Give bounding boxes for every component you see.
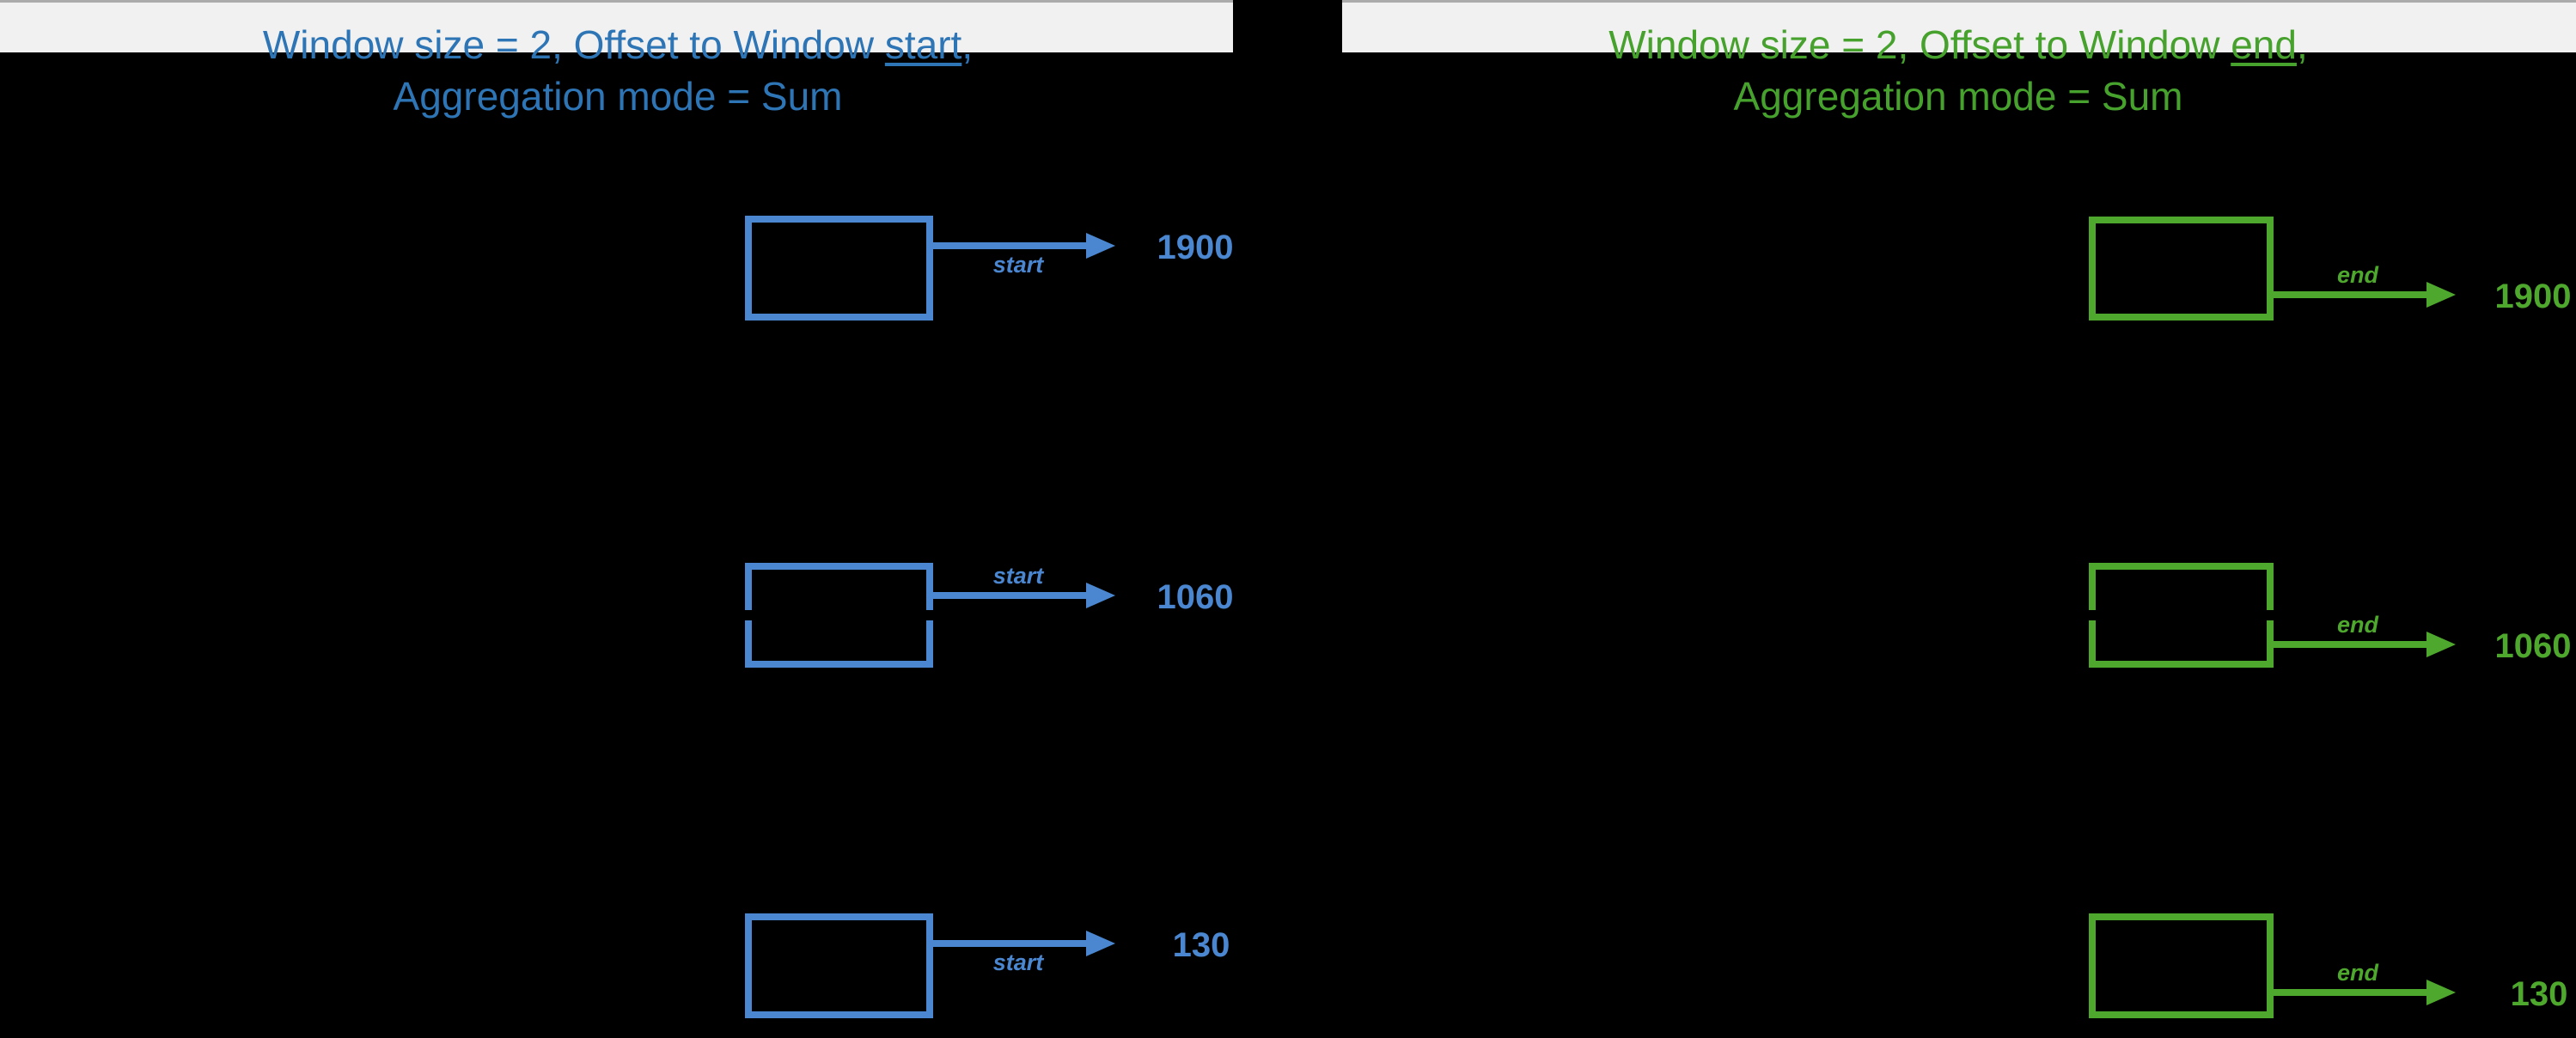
offset-label: end: [2336, 612, 2378, 638]
offset-arrow: [2274, 291, 2426, 298]
panel-title-line1: Window size = 2, Offset to Window start,: [262, 22, 974, 67]
offset-arrow: [2274, 989, 2426, 996]
offset-arrow: [933, 940, 1086, 947]
aggregate-value: 130: [2510, 975, 2568, 1013]
offset-label: start: [992, 949, 1044, 975]
offset-arrow: [933, 242, 1086, 249]
window-box: [2089, 563, 2274, 668]
arrow-head-icon: [1086, 233, 1115, 259]
window-box: [2089, 913, 2274, 1018]
window-split-notch: [2086, 610, 2098, 620]
window-box: [745, 216, 933, 321]
aggregate-value: 1900: [1157, 229, 1234, 266]
arrow-head-icon: [2426, 980, 2456, 1005]
window-box: [2089, 217, 2274, 321]
underlined-word: start: [884, 22, 962, 67]
offset-arrow: [933, 592, 1086, 599]
table-row-stripe: [1342, 0, 2576, 52]
panel-title-line2: Aggregation mode = Sum: [1733, 74, 2183, 119]
window-split-notch: [924, 610, 936, 620]
offset-arrow: [2274, 641, 2426, 648]
panel-title-line1: Window size = 2, Offset to Window end,: [1608, 22, 2308, 67]
panel-title: Window size = 2, Offset to Window start,…: [102, 19, 1133, 122]
arrow-head-icon: [1086, 931, 1115, 956]
window-split-notch: [2264, 610, 2276, 620]
window-split-notch: [742, 610, 754, 620]
aggregate-value: 1060: [1157, 578, 1234, 616]
arrow-head-icon: [2426, 282, 2456, 308]
panel-title-line2: Aggregation mode = Sum: [393, 74, 843, 119]
aggregate-value: 1060: [2494, 627, 2572, 665]
underlined-word: end: [2231, 22, 2297, 67]
aggregate-value: 130: [1172, 926, 1230, 964]
offset-label: end: [2336, 960, 2378, 986]
arrow-head-icon: [2426, 632, 2456, 657]
offset-label: start: [992, 563, 1044, 589]
arrow-head-icon: [1086, 583, 1115, 608]
offset-label: end: [2336, 262, 2378, 288]
offset-label: start: [992, 252, 1044, 278]
panel-title: Window size = 2, Offset to Window end, A…: [1443, 19, 2474, 122]
window-box: [745, 913, 933, 1018]
table-row-stripe: [0, 0, 1233, 52]
aggregate-value: 1900: [2494, 278, 2572, 315]
